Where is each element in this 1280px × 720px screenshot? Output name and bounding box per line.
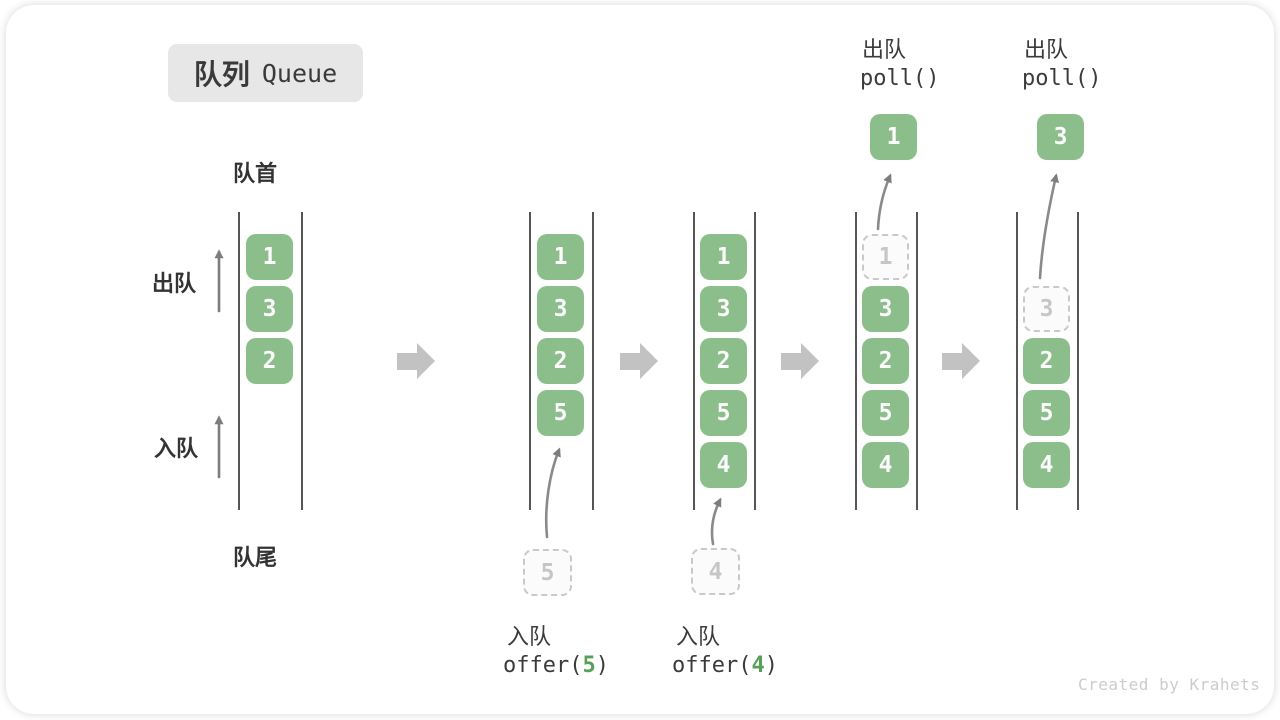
queue-cell: 5 bbox=[537, 390, 584, 436]
queue-cell: 2 bbox=[700, 338, 747, 384]
label-queue-front: 队首 bbox=[233, 161, 278, 186]
queue4-left-wall bbox=[855, 212, 857, 510]
queue-cell: 2 bbox=[246, 338, 293, 384]
label-queue-rear: 队尾 bbox=[233, 545, 278, 570]
flow-arrow-icon bbox=[620, 343, 658, 380]
queue2-right-wall bbox=[592, 212, 594, 510]
flow-arrow-icon bbox=[781, 343, 819, 380]
queue3-right-wall bbox=[754, 212, 756, 510]
queue-cell: 1 bbox=[700, 234, 747, 280]
diagram-title: 队列 Queue bbox=[168, 44, 363, 102]
queue5-right-wall bbox=[1077, 212, 1079, 510]
queue4-right-wall bbox=[916, 212, 918, 510]
queue-cell: 4 bbox=[862, 442, 909, 488]
poll1-action-label: 出队 bbox=[862, 37, 907, 62]
polled-value-box: 3 bbox=[1037, 114, 1084, 160]
queue-cell: 2 bbox=[1023, 338, 1070, 384]
queue-cell: 2 bbox=[862, 338, 909, 384]
poll1-code-label: poll() bbox=[860, 66, 940, 91]
title-en: Queue bbox=[261, 58, 338, 88]
enqueue5-arg: 5 bbox=[582, 653, 596, 678]
queue-cell: 5 bbox=[862, 390, 909, 436]
queue3-left-wall bbox=[693, 212, 695, 510]
enqueue4-action-label: 入队 bbox=[676, 624, 721, 649]
staged-value-box: 5 bbox=[523, 549, 572, 596]
poll2-code-label: poll() bbox=[1022, 66, 1102, 91]
staged-value-box: 4 bbox=[691, 548, 740, 595]
queue-cell: 4 bbox=[1023, 442, 1070, 488]
enqueue5-action-label: 入队 bbox=[507, 624, 552, 649]
queue-cell-removed: 3 bbox=[1023, 286, 1070, 332]
queue5-left-wall bbox=[1016, 212, 1018, 510]
flow-arrow-icon bbox=[397, 343, 435, 380]
queue-cell: 2 bbox=[537, 338, 584, 384]
queue-cell-removed: 1 bbox=[862, 234, 909, 280]
queue-cell: 5 bbox=[1023, 390, 1070, 436]
queue1-right-wall bbox=[301, 212, 303, 510]
queue-cell: 3 bbox=[700, 286, 747, 332]
flow-arrow-icon bbox=[942, 343, 980, 380]
poll2-action-label: 出队 bbox=[1024, 37, 1069, 62]
queue-cell: 4 bbox=[700, 442, 747, 488]
queue1-left-wall bbox=[238, 212, 240, 510]
title-zh: 队列 bbox=[193, 59, 250, 90]
queue-cell: 1 bbox=[537, 234, 584, 280]
watermark: Created by Krahets bbox=[1078, 675, 1261, 694]
enqueue5-code-label: offer(5) bbox=[503, 653, 609, 678]
label-enqueue-side: 入队 bbox=[154, 436, 199, 461]
enqueue4-arg: 4 bbox=[751, 653, 765, 678]
queue-cell: 3 bbox=[537, 286, 584, 332]
queue2-left-wall bbox=[529, 212, 531, 510]
enqueue4-code-label: offer(4) bbox=[672, 653, 778, 678]
label-dequeue-side: 出队 bbox=[152, 271, 197, 296]
queue-cell: 5 bbox=[700, 390, 747, 436]
queue-cell: 3 bbox=[862, 286, 909, 332]
queue-cell: 3 bbox=[246, 286, 293, 332]
polled-value-box: 1 bbox=[870, 114, 917, 160]
queue-cell: 1 bbox=[246, 234, 293, 280]
